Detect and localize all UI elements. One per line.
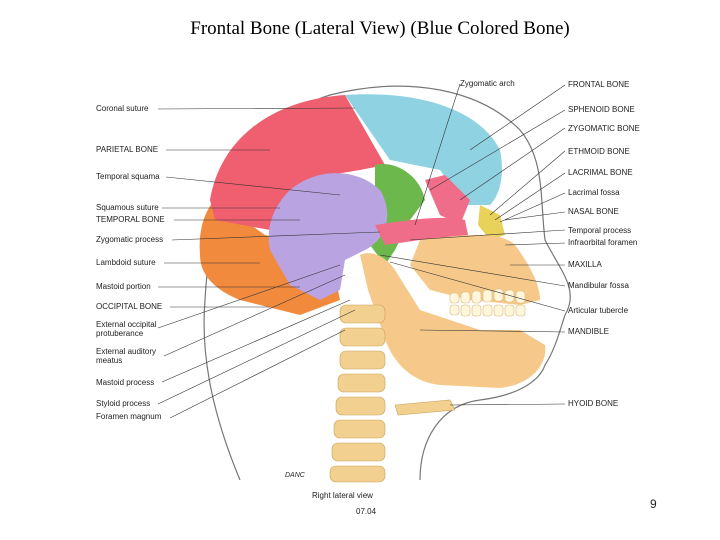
label-protuberance: protuberance (96, 329, 144, 338)
label-parietal-bone: PARIETAL BONE (96, 145, 159, 154)
label-external-auditory: External auditory (96, 347, 157, 356)
slide-title: Frontal Bone (Lateral View) (Blue Colore… (190, 18, 570, 39)
label-maxilla: MAXILLA (568, 260, 602, 269)
figure-code: 07.04 (356, 507, 377, 516)
teeth (449, 288, 526, 317)
label-external-occipital: External occipital (96, 320, 157, 329)
label-sphenoid-bone: SPHENOID BONE (568, 105, 635, 114)
page-number: 9 (650, 497, 657, 511)
label-zygomatic-process: Zygomatic process (96, 235, 164, 244)
label-nasal-bone: NASAL BONE (568, 207, 619, 216)
maxilla (410, 235, 540, 305)
label-lacrimal-fossa: Lacrimal fossa (568, 188, 620, 197)
cervical-spine (329, 304, 386, 483)
label-mastoid-portion: Mastoid portion (96, 282, 151, 291)
parietal-bone (210, 95, 385, 230)
label-squamous-suture: Squamous suture (96, 203, 159, 212)
mandible (360, 253, 546, 388)
label-foramen-magnum: Foramen magnum (96, 412, 162, 421)
label-styloid-process: Styloid process (96, 399, 151, 408)
ethmoid-bone (478, 205, 505, 240)
label-hyoid-bone: HYOID BONE (568, 399, 619, 408)
label-zygomatic-arch: Zygomatic arch (460, 79, 515, 88)
frontal-bone (345, 94, 502, 205)
label-mandibular-fossa: Mandibular fossa (568, 281, 629, 290)
label-ethmoid-bone: ETHMOID BONE (568, 147, 630, 156)
leader-lines (157, 83, 566, 419)
label-lambdoid-suture: Lambdoid suture (96, 258, 156, 267)
label-meatus: meatus (96, 356, 123, 365)
label-mastoid-process: Mastoid process (96, 378, 155, 387)
label-occipital-bone: OCCIPITAL BONE (96, 302, 163, 311)
figure-caption: Right lateral view (312, 491, 373, 500)
label-temporal-squama: Temporal squama (96, 172, 160, 181)
artist-signature: DANC (285, 472, 305, 479)
label-mandible: MANDIBLE (568, 327, 609, 336)
label-coronal-suture: Coronal suture (96, 104, 149, 113)
hyoid-bone (394, 399, 456, 416)
label-zygomatic-bone: ZYGOMATIC BONE (568, 124, 640, 133)
label-articular-tubercle: Articular tubercle (568, 306, 629, 315)
label-frontal-bone: FRONTAL BONE (568, 80, 630, 89)
zygomatic-arch (425, 175, 470, 225)
temporal-bone (268, 173, 388, 300)
label-temporal-bone: TEMPORAL BONE (96, 215, 165, 224)
label-infraorbital-foramen: Infraorbital foramen (568, 238, 638, 247)
label-temporal-process: Temporal process (568, 226, 632, 235)
label-lacrimal-bone: LACRIMAL BONE (568, 168, 633, 177)
